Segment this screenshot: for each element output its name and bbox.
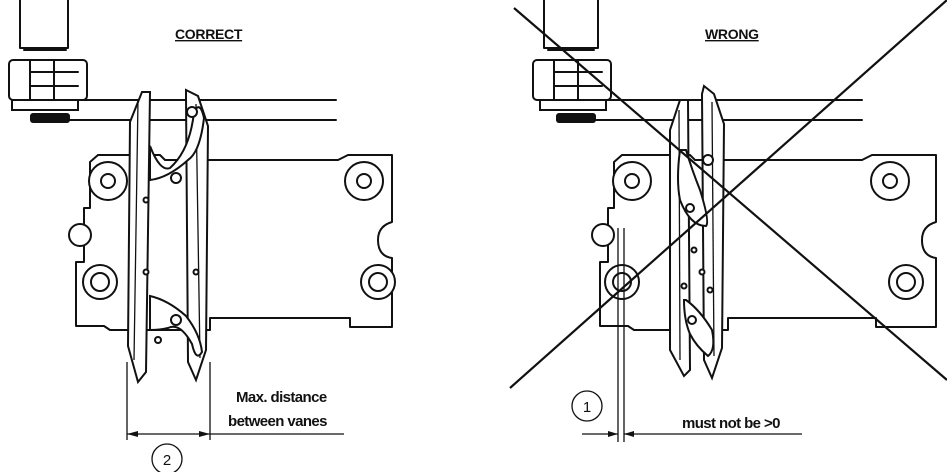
callout-1-circle bbox=[571, 390, 603, 422]
mounting-holes-wrong bbox=[591, 161, 924, 300]
wrong-cross-out bbox=[509, 0, 947, 389]
must-not-be-dimension bbox=[582, 228, 802, 442]
wrong-heading: WRONG bbox=[705, 26, 759, 42]
vane-linkage bbox=[142, 106, 206, 357]
callout-2: 2 bbox=[163, 452, 171, 469]
correct-panel: CORRECT bbox=[8, 0, 396, 472]
wrong-panel: WRONG bbox=[509, 0, 947, 442]
callout-1: 1 bbox=[583, 399, 591, 416]
left-vane bbox=[126, 91, 152, 385]
max-distance-label-line1: Max. distance bbox=[236, 389, 327, 406]
mounting-holes bbox=[68, 161, 396, 300]
motor-assembly bbox=[8, 0, 88, 123]
base-plate bbox=[75, 154, 393, 331]
correct-heading: CORRECT bbox=[175, 26, 243, 42]
callout-2-circle bbox=[151, 443, 183, 472]
base-plate-wrong bbox=[599, 154, 937, 331]
must-not-be-label: must not be >0 bbox=[682, 415, 780, 432]
vane-linkage-wrong bbox=[677, 149, 715, 358]
motor-assembly-wrong bbox=[532, 0, 612, 123]
max-distance-label-line2: between vanes bbox=[228, 413, 327, 430]
max-distance-dimension bbox=[126, 362, 344, 440]
mounting-rail-wrong bbox=[595, 99, 863, 121]
